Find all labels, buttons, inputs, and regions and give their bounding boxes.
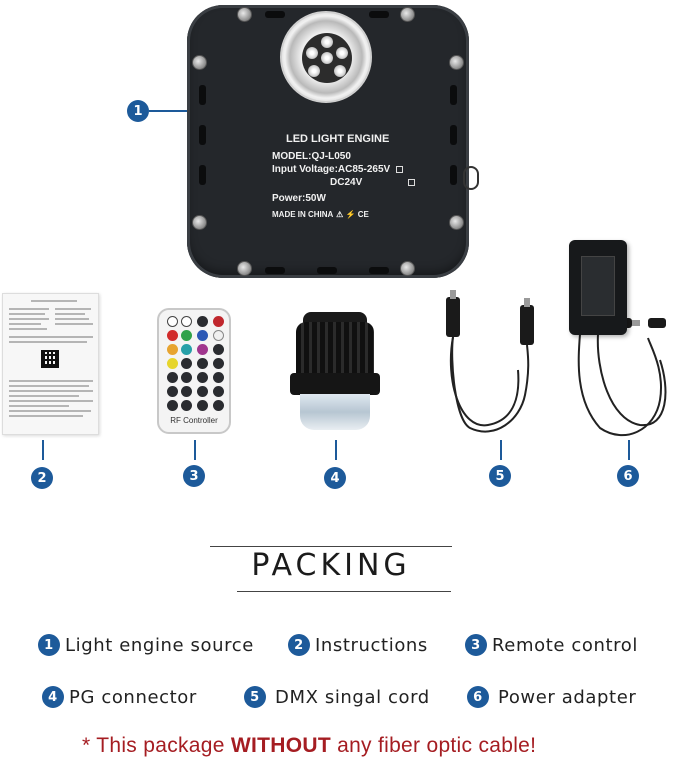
legend-label: PG connector	[69, 686, 197, 708]
engine-voltage-ac: Input Voltage:AC85-265V	[272, 163, 442, 176]
callout-badge-5: 5	[489, 465, 511, 487]
instructions-sheet-image	[2, 293, 99, 435]
legend-badge: 3	[465, 634, 487, 656]
vent-slot	[450, 85, 457, 105]
legend-badge: 4	[42, 686, 64, 708]
vent-slot	[265, 267, 285, 274]
screw-icon	[400, 7, 415, 22]
legend-badge: 2	[288, 634, 310, 656]
pg-connector-insert	[300, 394, 370, 430]
qr-code	[41, 350, 59, 368]
vent-slot	[369, 267, 389, 274]
pg-connector-image	[296, 322, 374, 378]
engine-spec-label: LED LIGHT ENGINE MODEL:QJ-L050 Input Vol…	[272, 133, 442, 221]
cable-hook	[463, 166, 479, 190]
led-icon	[308, 65, 320, 77]
legend-item-6: 6 Power adapter	[467, 686, 636, 708]
callout-badge-4: 4	[324, 467, 346, 489]
adapter-rating-label	[581, 256, 615, 316]
screw-icon	[400, 261, 415, 276]
light-engine-image: LED LIGHT ENGINE MODEL:QJ-L050 Input Vol…	[187, 5, 469, 278]
legend-label: Light engine source	[65, 634, 254, 656]
callout-badge-3: 3	[183, 465, 205, 487]
legend-item-3: 3 Remote control	[465, 634, 638, 656]
screw-icon	[449, 55, 464, 70]
pg-connector-nut	[290, 373, 380, 395]
callout-leader-4	[335, 440, 337, 460]
packing-rule-top	[210, 546, 452, 547]
notice-emphasis: WITHOUT	[230, 734, 331, 757]
legend-badge: 1	[38, 634, 60, 656]
callout-leader-2	[42, 440, 44, 460]
led-icon	[321, 36, 333, 48]
remote-control-image: RF Controller	[157, 308, 231, 434]
engine-title: LED LIGHT ENGINE	[286, 133, 390, 145]
light-output-bezel	[280, 11, 372, 103]
led-icon	[334, 65, 346, 77]
vent-slot	[317, 267, 337, 274]
led-icon	[321, 52, 333, 64]
no-fiber-cable-notice: * This package WITHOUT any fiber optic c…	[82, 734, 537, 757]
callout-badge-6: 6	[617, 465, 639, 487]
vent-slot	[450, 165, 457, 185]
packing-title: PACKING	[251, 548, 411, 583]
vent-slot	[199, 165, 206, 185]
legend-item-4: 4 PG connector	[42, 686, 197, 708]
screw-icon	[237, 7, 252, 22]
legend-label: Instructions	[315, 634, 428, 656]
vent-slot	[450, 125, 457, 145]
certification-icons: ⚠ ⚡ CE	[336, 210, 369, 219]
callout-leader-3	[194, 440, 196, 460]
screw-icon	[449, 215, 464, 230]
remote-label: RF Controller	[170, 416, 218, 425]
vent-slot	[199, 125, 206, 145]
legend-label: Remote control	[492, 634, 638, 656]
callout-badge-2: 2	[31, 467, 53, 489]
lens	[302, 33, 352, 83]
callout-leader-1	[149, 110, 189, 112]
legend-label: DMX singal cord	[275, 686, 430, 708]
vent-slot	[199, 85, 206, 105]
led-icon	[336, 47, 348, 59]
engine-power: Power:50W	[272, 193, 326, 204]
power-adapter-cables	[577, 318, 667, 437]
power-adapter-image	[569, 240, 627, 335]
screw-icon	[237, 261, 252, 276]
legend-label: Power adapter	[498, 686, 637, 708]
screw-icon	[192, 215, 207, 230]
callout-leader-5	[500, 440, 502, 460]
dmx-cord-image	[446, 290, 534, 433]
screw-icon	[192, 55, 207, 70]
callout-badge-1: 1	[127, 100, 149, 122]
engine-voltage-dc: DC24V	[272, 176, 442, 189]
engine-model: MODEL:QJ-L050	[272, 151, 351, 162]
legend-badge: 6	[467, 686, 489, 708]
legend-item-5: 5 DMX singal cord	[244, 686, 430, 708]
legend-item-1: 1 Light engine source	[38, 634, 254, 656]
vent-slot	[369, 11, 389, 18]
legend-item-2: 2 Instructions	[288, 634, 428, 656]
legend-badge: 5	[244, 686, 266, 708]
callout-leader-6	[628, 440, 630, 460]
vent-slot	[265, 11, 285, 18]
packing-rule-bottom	[237, 591, 451, 592]
engine-origin: MADE IN CHINA ⚠ ⚡ CE	[272, 210, 369, 219]
led-icon	[306, 47, 318, 59]
